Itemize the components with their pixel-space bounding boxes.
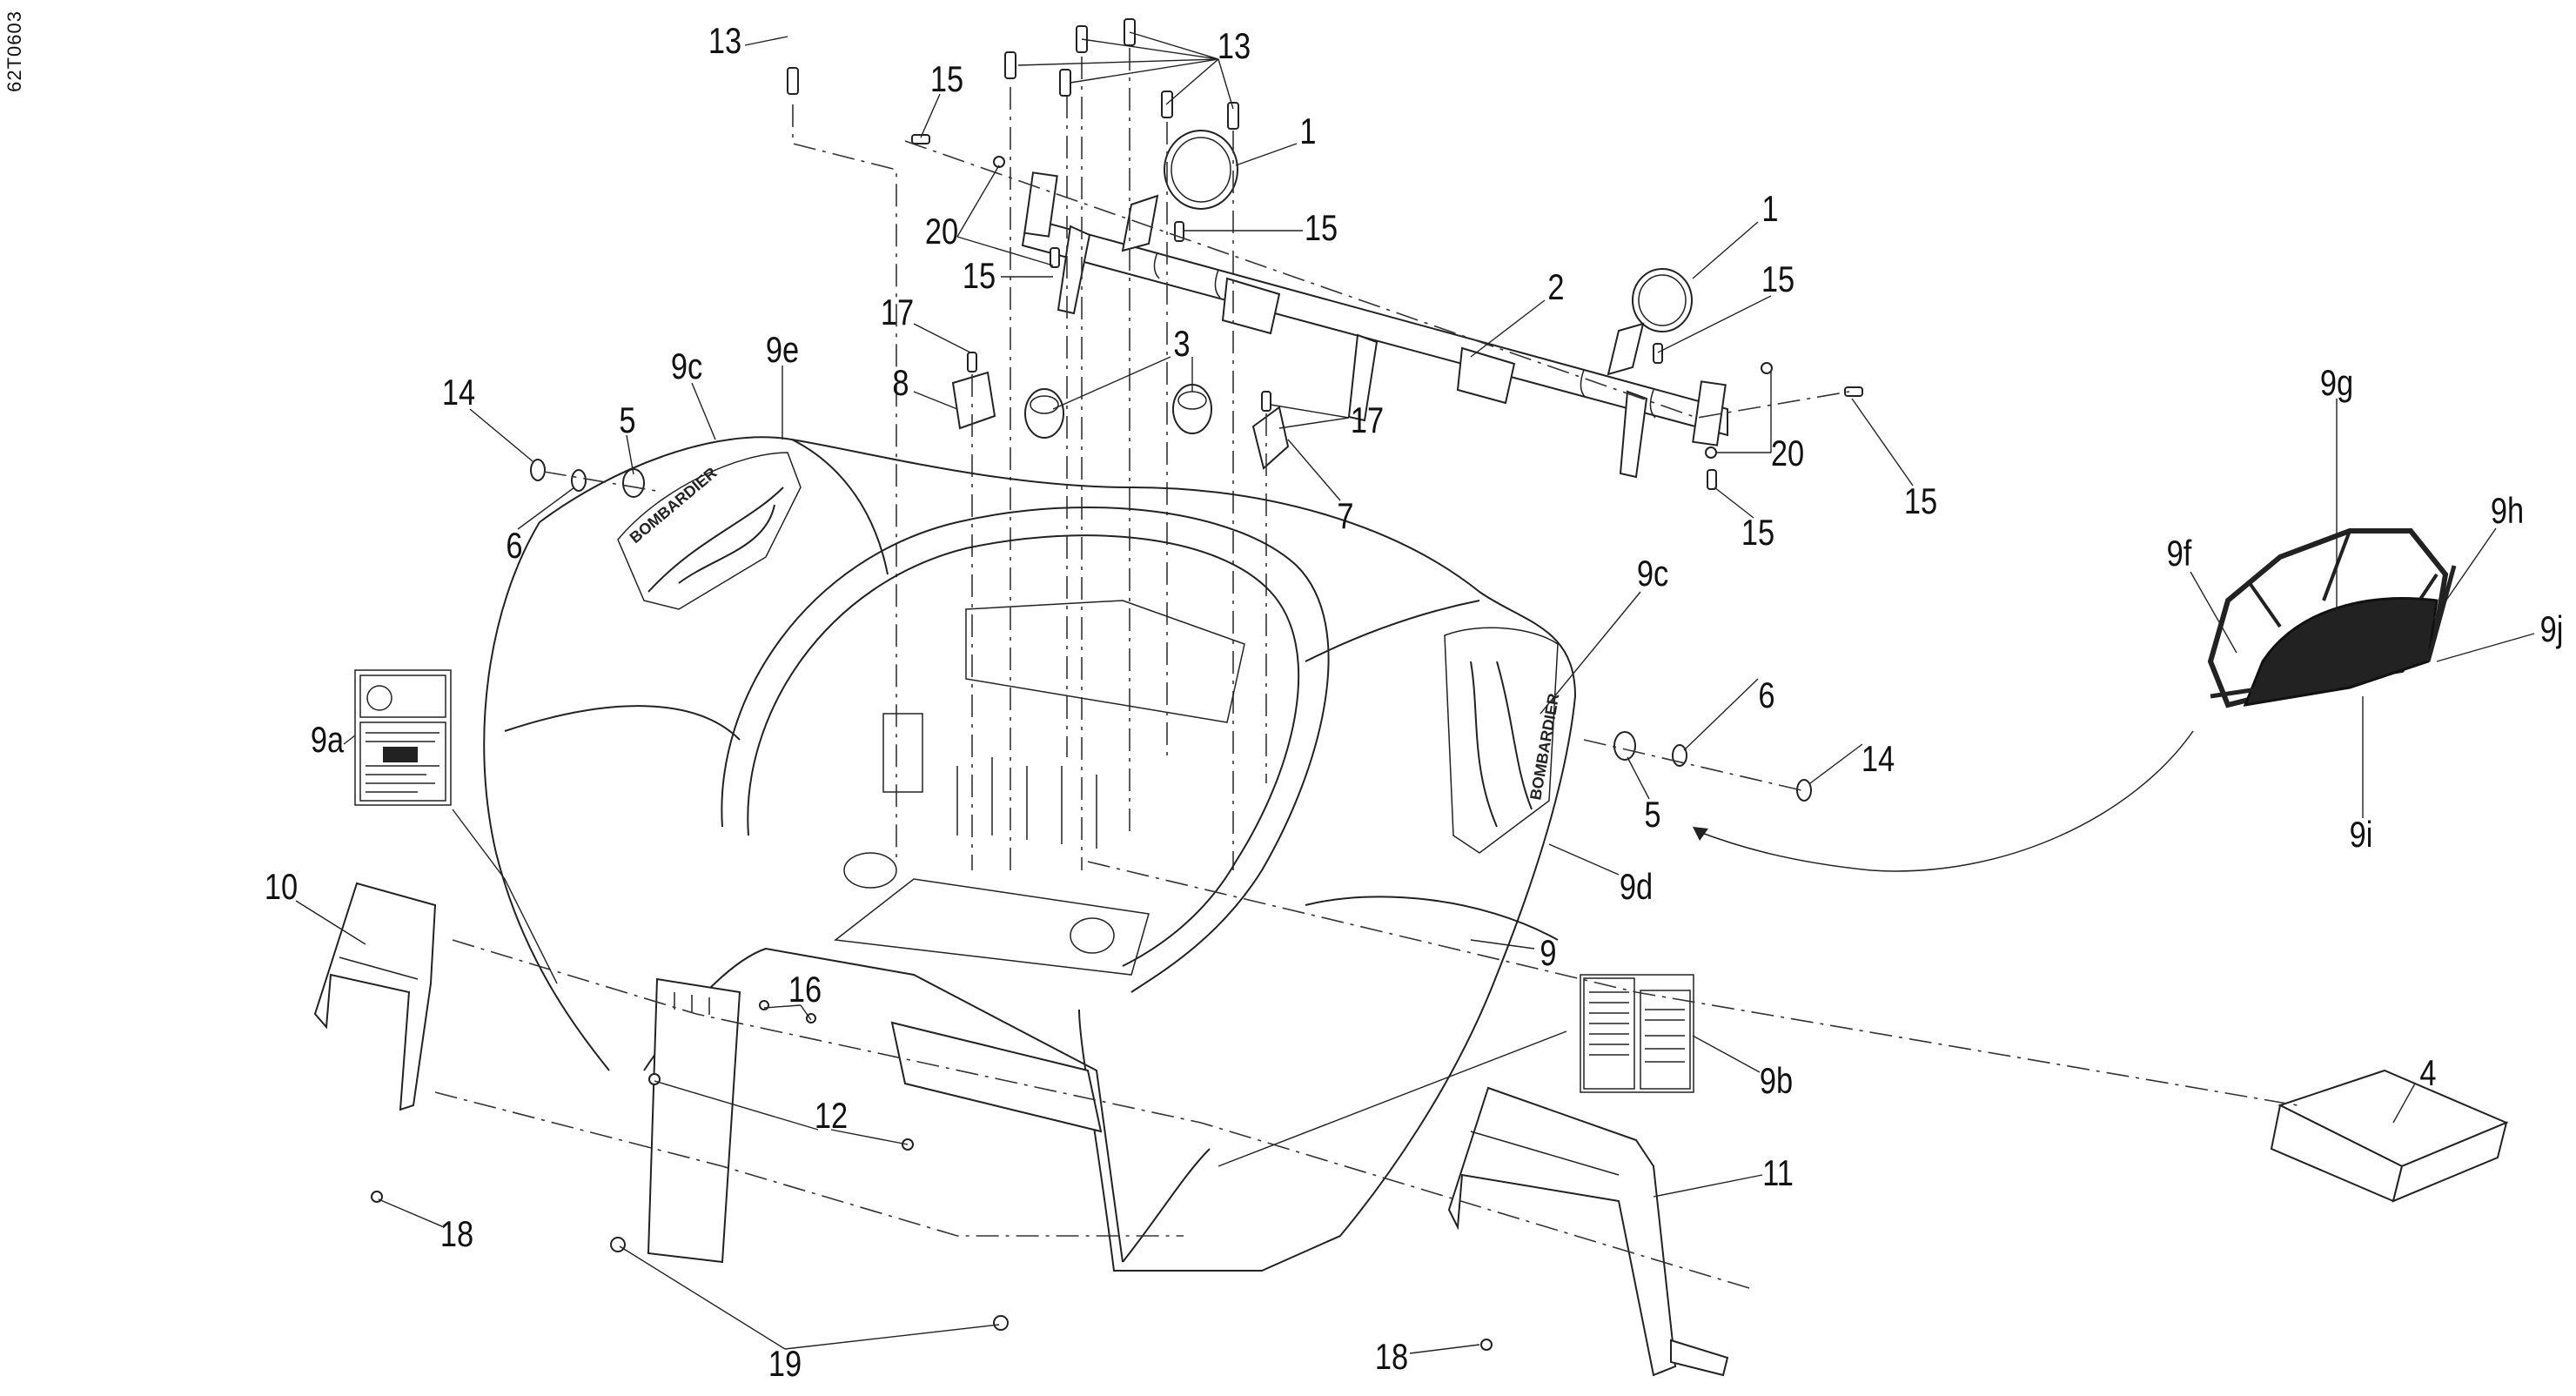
callout-label[interactable]: 4 bbox=[2419, 1052, 2437, 1093]
warning-label-9a bbox=[354, 669, 452, 806]
leader-lines bbox=[295, 31, 2535, 1354]
callout-label[interactable]: 15 bbox=[929, 58, 964, 99]
steering-bar bbox=[1021, 171, 1728, 479]
callout-label[interactable]: 14 bbox=[1861, 738, 1895, 779]
fasteners-bottom bbox=[371, 1191, 1493, 1351]
callout-label[interactable]: 20 bbox=[1770, 433, 1805, 473]
callout-label[interactable]: 1 bbox=[1761, 188, 1779, 229]
callout-label[interactable]: 9c bbox=[1636, 553, 1669, 594]
side-hardware bbox=[530, 459, 1812, 802]
callout-label[interactable]: 16 bbox=[788, 969, 822, 1010]
callout-label[interactable]: 1 bbox=[1299, 111, 1317, 151]
grommets bbox=[1024, 384, 1212, 439]
callout-label[interactable]: 6 bbox=[506, 525, 523, 566]
callout-label[interactable]: 9 bbox=[1540, 932, 1557, 973]
callout-label[interactable]: 3 bbox=[1173, 323, 1191, 364]
callout-label[interactable]: 15 bbox=[1741, 512, 1775, 553]
bracket-7 bbox=[1251, 406, 1290, 470]
callout-label[interactable]: 9f bbox=[2166, 533, 2192, 574]
callout-label[interactable]: 9h bbox=[2490, 490, 2525, 531]
callout-label[interactable]: 18 bbox=[1374, 1336, 1409, 1377]
decal-right: BOMBARDIER bbox=[1444, 627, 1562, 854]
callout-label[interactable]: 9j bbox=[2539, 608, 2564, 649]
front-body-panel bbox=[483, 436, 1577, 1272]
callout-label[interactable]: 9i bbox=[2349, 814, 2373, 855]
callout-label[interactable]: 9d bbox=[1619, 866, 1654, 907]
warning-label-9b bbox=[1580, 974, 1694, 1093]
cover-box-4 bbox=[2270, 1069, 2509, 1203]
assembly-lines bbox=[792, 48, 1850, 870]
callout-label[interactable]: 15 bbox=[1761, 258, 1795, 299]
callout-label[interactable]: 9e bbox=[765, 329, 800, 370]
callout-label[interactable]: 5 bbox=[1644, 794, 1661, 835]
callout-label[interactable]: 17 bbox=[880, 292, 915, 332]
assembly-arrow bbox=[1696, 730, 2194, 872]
callout-label[interactable]: 9b bbox=[1759, 1060, 1794, 1101]
gauge-right bbox=[1607, 268, 1693, 376]
clip-plate-12 bbox=[647, 977, 1103, 1264]
callout-label[interactable]: 15 bbox=[1304, 207, 1338, 248]
callout-label[interactable]: 13 bbox=[708, 20, 742, 61]
callout-label[interactable]: 2 bbox=[1547, 266, 1565, 307]
callout-label[interactable]: 19 bbox=[768, 1343, 802, 1384]
callout-label[interactable]: 5 bbox=[619, 399, 636, 440]
callout-label[interactable]: 15 bbox=[1903, 480, 1938, 521]
callout-label[interactable]: 11 bbox=[1762, 1152, 1794, 1193]
side-panel-10 bbox=[313, 882, 437, 1111]
decal-left: BOMBARDIER bbox=[617, 452, 802, 610]
callout-label[interactable]: 6 bbox=[1758, 675, 1775, 715]
arrow-head-icon bbox=[1693, 827, 1708, 841]
decal-kit bbox=[2207, 528, 2457, 708]
callout-label[interactable]: 9g bbox=[2319, 362, 2354, 403]
side-panel-11 bbox=[1447, 1086, 1729, 1377]
callout-label[interactable]: 10 bbox=[264, 866, 299, 907]
callout-label[interactable]: 12 bbox=[814, 1095, 849, 1136]
callout-label[interactable]: 9c bbox=[670, 346, 703, 386]
callout-label[interactable]: 18 bbox=[439, 1213, 474, 1254]
callout-label[interactable]: 7 bbox=[1337, 495, 1354, 536]
callout-label[interactable]: 13 bbox=[1217, 25, 1251, 66]
bracket-8 bbox=[951, 371, 996, 430]
callout-label[interactable]: 15 bbox=[962, 255, 996, 296]
callout-label[interactable]: 9a bbox=[310, 719, 345, 760]
callout-label[interactable]: 20 bbox=[924, 211, 959, 252]
callout-label[interactable]: 8 bbox=[892, 362, 909, 403]
callout-label[interactable]: 17 bbox=[1350, 399, 1385, 440]
callout-label[interactable]: 14 bbox=[441, 372, 476, 413]
